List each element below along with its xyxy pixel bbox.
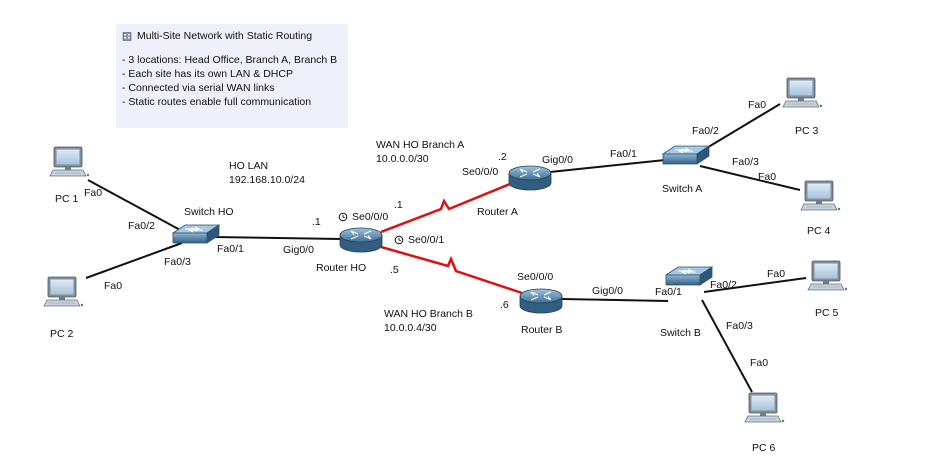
building-icon	[122, 32, 132, 41]
port-label: Gig0/0	[592, 285, 623, 297]
network-name-wan-b: WAN HO Branch B	[384, 308, 473, 320]
network-addr-wan-a: 10.0.0.0/30	[376, 153, 429, 165]
network-name-ho-lan: HO LAN	[229, 160, 269, 172]
device-label-switch-ho: Switch HO	[184, 206, 234, 218]
ethernet-links	[85, 103, 807, 393]
network-name-wan-a: WAN HO Branch A	[376, 139, 465, 151]
port-label: Fa0/1	[217, 243, 244, 255]
note-bullet: - Each site has its own LAN & DHCP	[122, 68, 293, 80]
note-bullet: - Static routes enable full communicatio…	[122, 96, 312, 108]
ethernet-link-switch-ho-router-ho	[211, 236, 342, 240]
ethernet-link-pc1-switch-ho	[87, 179, 183, 232]
port-label: Fa0/2	[128, 220, 155, 232]
router-a-icon[interactable]	[508, 165, 552, 191]
port-label: Se0/0/0	[352, 211, 389, 223]
serial-links	[380, 182, 523, 295]
port-label: Fa0/1	[610, 148, 637, 160]
device-label-switch-a: Switch A	[662, 183, 703, 195]
port-label: Fa0/3	[726, 320, 753, 332]
ethernet-link-router-a-switch-a	[549, 159, 666, 173]
router-ho-icon[interactable]	[339, 227, 383, 253]
port-label: Se0/0/1	[408, 234, 445, 246]
device-label-router-b: Router B	[521, 324, 563, 336]
port-label: Fa0	[758, 171, 777, 183]
device-label-switch-b: Switch B	[660, 327, 701, 339]
address-label: .6	[500, 299, 509, 311]
device-label-router-a: Router A	[477, 206, 518, 218]
address-label: .5	[390, 264, 399, 276]
device-label-pc4: PC 4	[807, 225, 831, 237]
port-label: Fa0	[104, 280, 123, 292]
pc3-icon[interactable]	[782, 77, 823, 108]
ethernet-link-switch-a-pc4	[699, 165, 801, 191]
device-label-router-ho: Router HO	[316, 262, 367, 274]
port-label: Fa0	[750, 357, 769, 369]
pc1-icon[interactable]	[49, 146, 90, 177]
ethernet-link-switch-b-pc5	[703, 277, 807, 293]
port-label: Fa0/2	[692, 125, 719, 137]
address-label: .1	[312, 216, 321, 228]
note-bullet: - 3 locations: Head Office, Branch A, Br…	[122, 54, 338, 66]
port-label: Gig0/0	[542, 154, 573, 166]
port-label: Fa0	[748, 99, 767, 111]
port-label: Fa0/1	[655, 286, 682, 298]
port-label: Fa0/2	[710, 279, 737, 291]
switch-ho-icon[interactable]	[172, 224, 220, 244]
device-label-pc3: PC 3	[795, 125, 819, 137]
clock-icon	[394, 235, 404, 245]
network-addr-wan-b: 10.0.0.4/30	[384, 322, 437, 334]
port-label: Fa0/3	[732, 156, 759, 168]
ethernet-link-switch-b-pc6	[701, 299, 753, 393]
topology-note: Multi-Site Network with Static Routing -…	[116, 24, 348, 128]
note-bullet: - Connected via serial WAN links	[122, 82, 275, 94]
port-label: Gig0/0	[283, 244, 314, 256]
router-b-icon[interactable]	[519, 288, 563, 314]
pc6-icon[interactable]	[744, 392, 785, 423]
serial-link-router-ho-router-b	[380, 245, 523, 295]
port-label: Se0/0/0	[517, 271, 554, 283]
port-label: Fa0	[84, 187, 103, 199]
network-addr-ho-lan: 192.168.10.0/24	[229, 174, 305, 186]
port-label: Fa0/3	[164, 256, 191, 268]
ethernet-link-router-b-switch-b	[561, 298, 669, 302]
note-title: Multi-Site Network with Static Routing	[137, 30, 313, 42]
ethernet-link-pc2-switch-ho	[85, 242, 183, 279]
device-label-pc6: PC 6	[752, 442, 776, 454]
switch-a-icon[interactable]	[662, 145, 710, 165]
pc4-icon[interactable]	[800, 180, 841, 211]
port-label: Se0/0/0	[462, 166, 499, 178]
pc2-icon[interactable]	[43, 276, 84, 307]
address-label: .2	[498, 151, 507, 163]
switch-b-icon[interactable]	[665, 266, 713, 286]
device-label-pc2: PC 2	[50, 328, 74, 340]
serial-link-router-ho-router-a	[380, 182, 511, 234]
address-label: .1	[394, 199, 403, 211]
device-label-pc1: PC 1	[55, 193, 79, 205]
clock-icon	[338, 212, 348, 222]
ethernet-link-switch-a-pc3	[699, 103, 781, 153]
device-label-pc5: PC 5	[815, 307, 839, 319]
pc5-icon[interactable]	[807, 260, 848, 291]
port-label: Fa0	[767, 268, 786, 280]
